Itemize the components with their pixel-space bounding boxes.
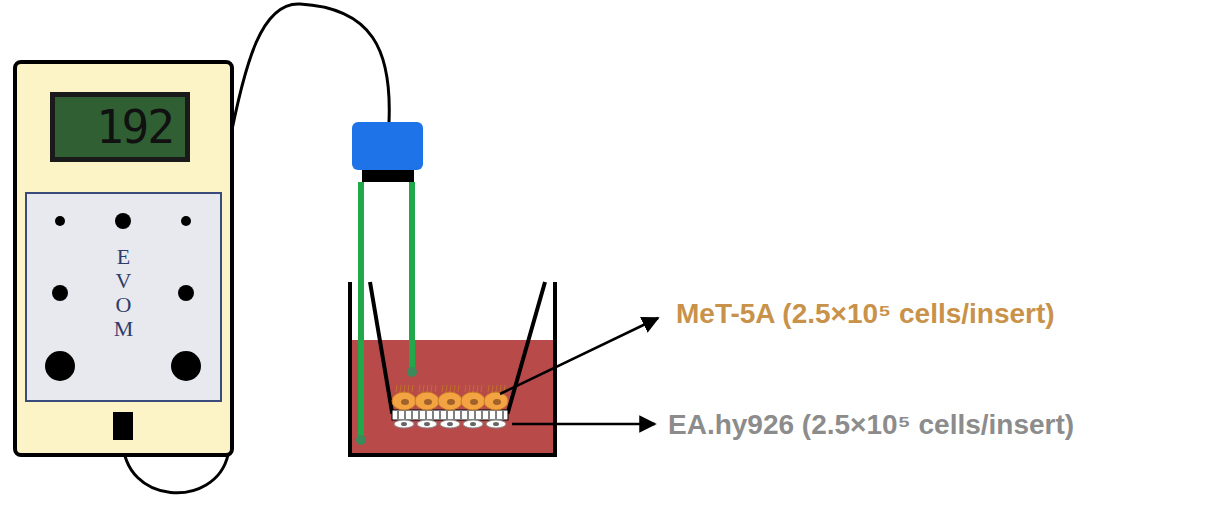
display-reading: 192 [96,100,173,154]
eahy926-cells [394,420,506,428]
meter-body [15,62,232,455]
met5a-cells [392,385,508,410]
culture-well [350,282,555,455]
electrode-cap [352,122,423,170]
cell-label: MeT-5A (2.5×10⁵ cells/insert) [676,298,1055,330]
meter-connector [113,412,133,440]
brand-name: EVOM [113,245,135,342]
lcd-display: 192 [50,92,190,162]
transwell-insert [370,282,545,412]
leader-arrow [500,318,658,394]
control-panel: EVOM [25,192,222,402]
leader-arrow [512,423,655,426]
cell-label: EA.hy926 (2.5×10⁵ cells/insert) [668,409,1074,441]
membrane-pores [398,411,503,419]
meter-knobs [45,213,201,381]
meter-panel [25,192,222,402]
membrane [392,410,508,420]
electrode-tip [407,367,417,377]
electrode-inner-prong [409,182,415,372]
electrode-outer-prong [358,182,364,440]
electrode-tip [356,435,366,445]
